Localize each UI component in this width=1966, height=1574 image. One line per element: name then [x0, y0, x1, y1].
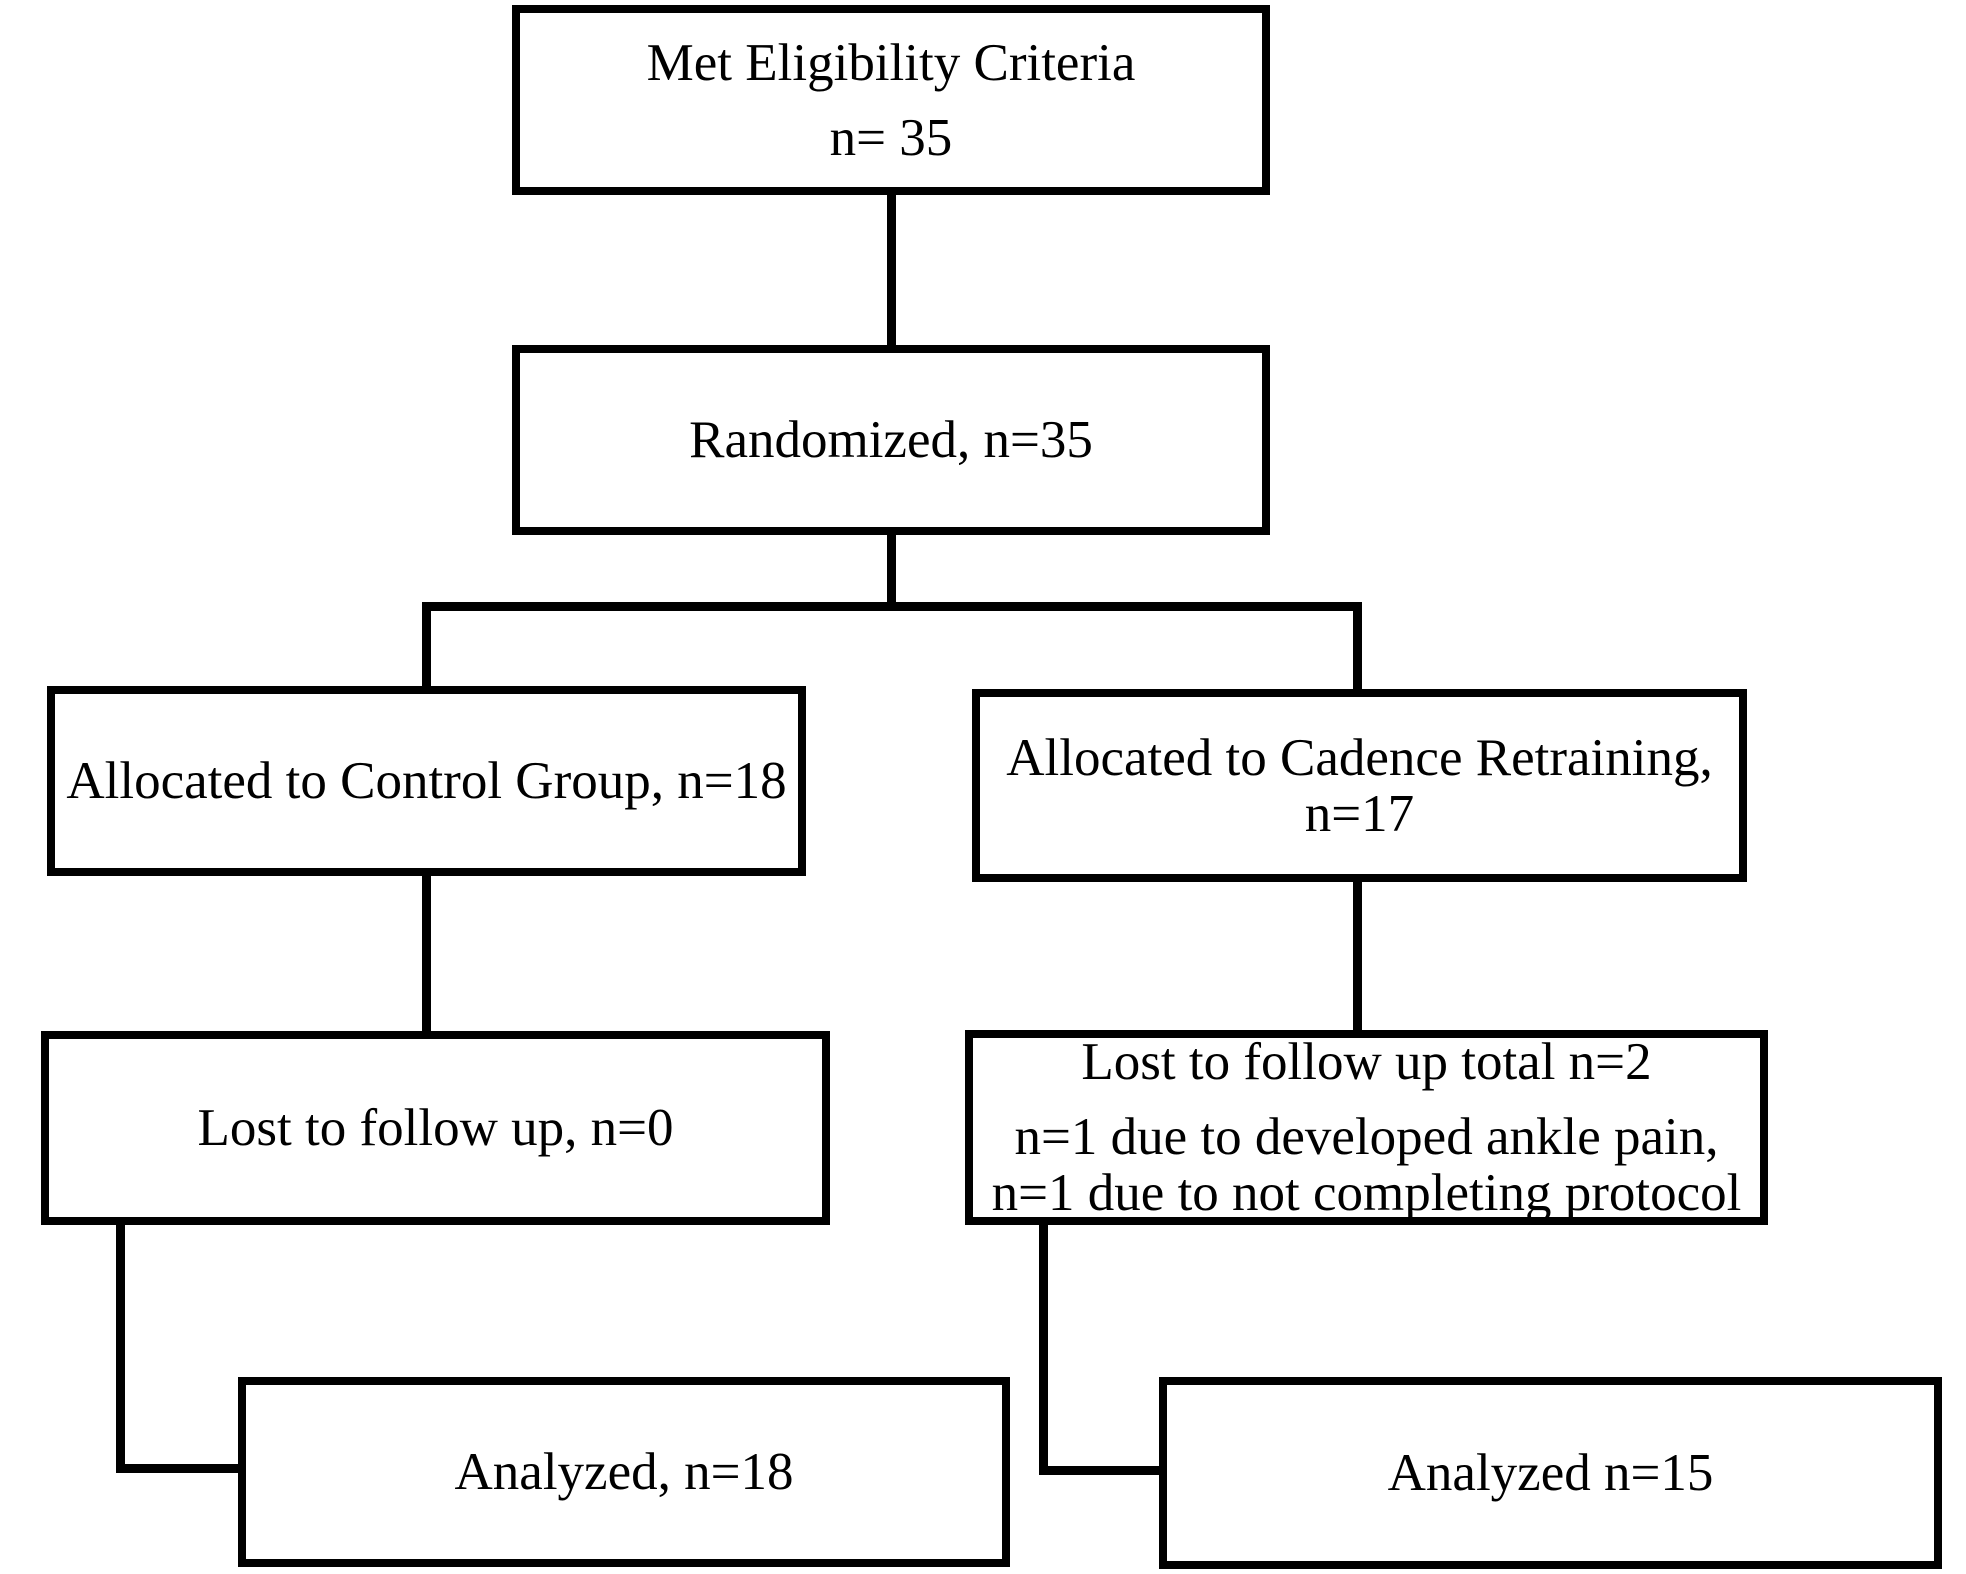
lost-control-label: Lost to follow up, n=0: [197, 1099, 674, 1157]
lost-cadence-reason-1: n=1 due to developed ankle pain,: [1014, 1108, 1719, 1166]
connector-cadence-lost: [1353, 876, 1362, 1036]
eligibility-count: n= 35: [829, 108, 953, 167]
analyzed-cadence-label: Analyzed n=15: [1387, 1444, 1714, 1502]
flow-box-allocated-cadence: Allocated to Cadence Retraining, n=17: [972, 689, 1747, 882]
connector-branch-left-drop: [422, 602, 431, 690]
connector-lost-analyzed-right-horizontal: [1039, 1466, 1163, 1475]
lost-cadence-reason-2: n=1 due to not completing protocol: [991, 1164, 1742, 1222]
connector-branch-right-drop: [1353, 602, 1362, 693]
randomized-label: Randomized, n=35: [689, 411, 1093, 469]
connector-randomized-branch-stub: [887, 530, 896, 611]
flow-box-analyzed-cadence: Analyzed n=15: [1159, 1377, 1942, 1569]
connector-lost-analyzed-left-vertical: [116, 1220, 125, 1473]
flow-box-lost-cadence: Lost to follow up total n=2 n=1 due to d…: [965, 1030, 1768, 1225]
flow-box-eligibility: Met Eligibility Criteria n= 35: [512, 5, 1270, 195]
connector-eligibility-randomized: [887, 190, 896, 350]
analyzed-control-label: Analyzed, n=18: [454, 1443, 794, 1501]
flow-box-analyzed-control: Analyzed, n=18: [238, 1377, 1010, 1567]
connector-control-lost: [422, 870, 431, 1037]
flow-box-lost-control: Lost to follow up, n=0: [41, 1031, 830, 1225]
connector-lost-analyzed-left-horizontal: [116, 1464, 242, 1473]
connector-branch-horizontal: [422, 602, 1362, 611]
allocated-cadence-label: Allocated to Cadence Retraining,: [1006, 728, 1713, 787]
allocated-control-label: Allocated to Control Group, n=18: [66, 752, 787, 810]
flow-box-randomized: Randomized, n=35: [512, 345, 1270, 535]
lost-cadence-total: Lost to follow up total n=2: [1081, 1033, 1652, 1091]
allocated-cadence-count: n=17: [1304, 784, 1415, 843]
eligibility-label: Met Eligibility Criteria: [646, 33, 1136, 92]
flow-box-allocated-control: Allocated to Control Group, n=18: [47, 686, 806, 876]
connector-lost-analyzed-right-vertical: [1039, 1220, 1048, 1475]
